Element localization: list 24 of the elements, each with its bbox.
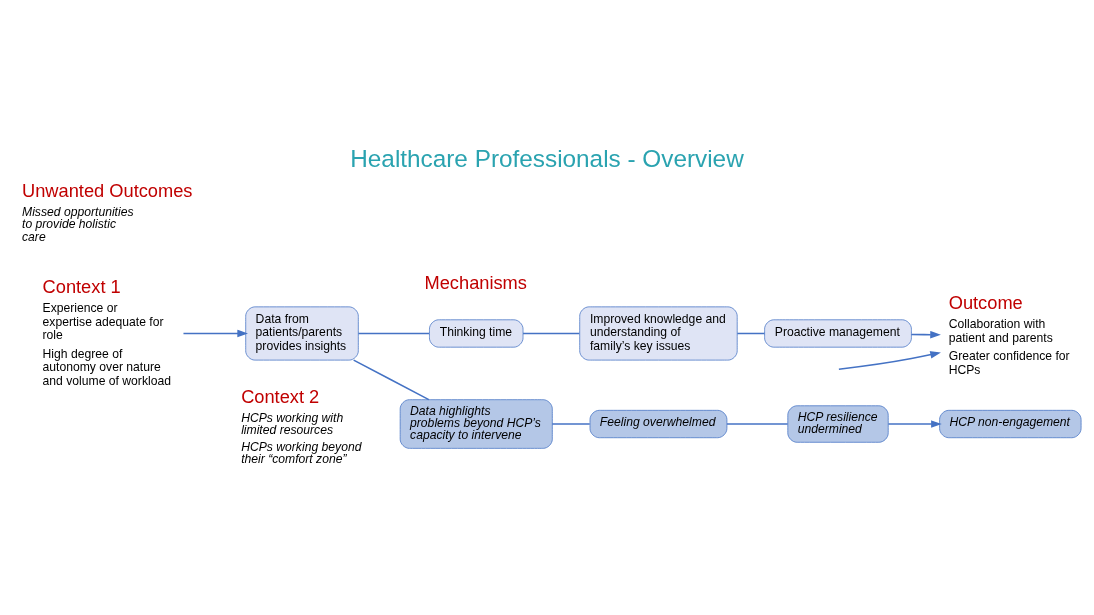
connector (736, 332, 766, 334)
connector (352, 358, 430, 400)
node-box: Data from patients/parents provides insights (245, 306, 359, 360)
node-box: HCP resilience undermined (787, 404, 889, 443)
connector (551, 422, 591, 425)
node-text: Outcome Collaboration with patient and parents Greater confidence for HCPs (948, 291, 1070, 377)
node-text: Unwanted Outcomes Missed opportunities to provide holistic care (22, 179, 193, 244)
node-box: Thinking time (429, 318, 524, 348)
arrow (887, 419, 942, 428)
node-box: Feeling overwhelmed (589, 409, 728, 438)
label: Mechanisms (424, 271, 527, 293)
arrow (910, 330, 941, 338)
arrow (182, 329, 248, 337)
arrow (838, 350, 941, 370)
connector (726, 422, 789, 425)
node-text: Context 1 Experience or expertise adequate for role High degree of autonomy over nature and volume of workload (42, 275, 171, 388)
node-box: Data highlights problems beyond HCP’s capacity to intervene (399, 398, 553, 449)
connector (357, 332, 430, 334)
node-box: Improved knowledge and understanding of family’s key issues (579, 306, 738, 360)
node-text: Context 2 HCPs working with limited resources HCPs working beyond their “comfort zone” (241, 385, 362, 466)
diagram-title: Healthcare Professionals - Overview (350, 144, 744, 172)
node-box: HCP non-engagement (939, 409, 1082, 438)
node-box: Proactive management (764, 318, 912, 348)
connector (522, 332, 581, 334)
